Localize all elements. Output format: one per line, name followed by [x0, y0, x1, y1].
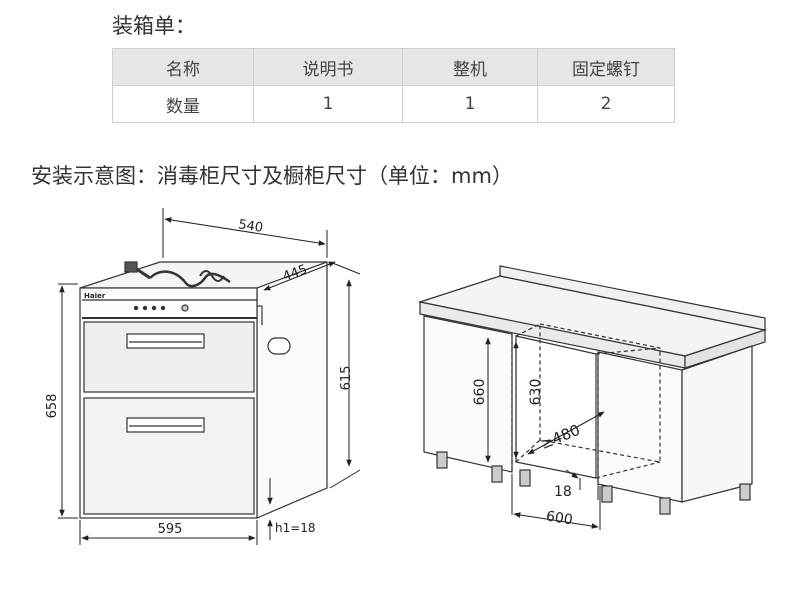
dim-gap-label: 18: [554, 484, 572, 500]
cabinet-dimension-lines: [58, 208, 361, 545]
packing-list-table: 名称 说明书 整机 固定螺钉 数量 1 1 2: [112, 48, 675, 123]
cupboard-dimension-lines: [485, 337, 605, 530]
dim-cabinet-height-label: 660: [472, 379, 488, 406]
table-header-cell: 固定螺钉: [537, 48, 675, 86]
dim-height-total-label: 658: [45, 394, 60, 419]
table-row: 数量 1 1 2: [112, 85, 675, 123]
table-header-cell: 说明书: [253, 48, 403, 86]
dim-width-front-label: 595: [158, 522, 183, 537]
install-diagram-title: 安装示意图：消毒柜尺寸及橱柜尺寸（单位：mm）: [31, 164, 513, 188]
table-header-cell: 名称: [112, 48, 254, 86]
dim-width-top-label: 540: [237, 217, 264, 236]
table-cell: 1: [253, 85, 403, 123]
dim-height-body-label: 615: [339, 366, 354, 391]
table-header-cell: 整机: [402, 48, 538, 86]
table-cell: 2: [537, 85, 675, 123]
sterilizer-cabinet-drawing: [79, 261, 328, 519]
table-header-row: 名称 说明书 整机 固定螺钉: [112, 48, 675, 86]
table-cell: 数量: [112, 85, 254, 123]
dim-h1-label: h1=18: [275, 521, 316, 535]
brand-logo-text: Haier: [84, 292, 106, 300]
table-cell: 1: [402, 85, 538, 123]
dim-opening-width-label: 600: [545, 509, 574, 529]
packing-list-title: 装箱单：: [112, 14, 196, 38]
dim-opening-height-label: 630: [528, 379, 544, 406]
